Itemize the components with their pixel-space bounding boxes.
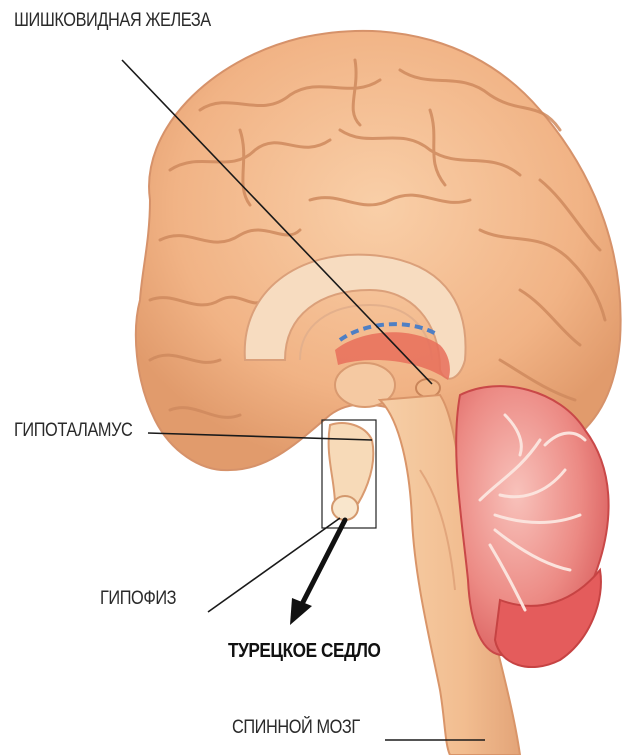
sella-arrow-head	[290, 598, 312, 625]
label-spinal-cord: СПИННОЙ МОЗГ	[232, 717, 360, 739]
sella-arrow-line	[300, 520, 345, 608]
label-sella: ТУРЕЦКОЕ СЕДЛО	[228, 640, 380, 663]
pituitary-gland	[332, 496, 358, 520]
label-pineal: ШИШКОВИДНАЯ ЖЕЛЕЗА	[14, 10, 211, 32]
label-hypothalamus: ГИПОТАЛАМУС	[14, 420, 132, 442]
label-pituitary: ГИПОФИЗ	[100, 588, 176, 610]
